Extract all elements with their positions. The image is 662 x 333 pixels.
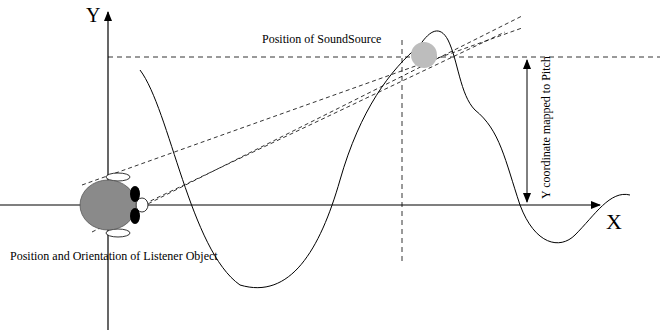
axis-label: X xyxy=(606,210,622,234)
annotation-label: Position of SoundSource xyxy=(262,33,381,46)
annotation-label: Position and Orientation of Listener Obj… xyxy=(10,250,218,263)
sight-line xyxy=(92,16,522,232)
sound-source xyxy=(411,42,437,68)
sight-line xyxy=(82,28,522,185)
sight-line xyxy=(100,32,505,225)
annotation-label: Y coordinate mapped to Pitch xyxy=(539,57,552,200)
listener-head xyxy=(80,173,148,237)
axis-label: Y xyxy=(86,4,100,26)
y-axis xyxy=(107,12,108,330)
guide-line xyxy=(402,40,403,265)
guide-line xyxy=(108,57,660,58)
pitch-arrow xyxy=(527,60,528,202)
